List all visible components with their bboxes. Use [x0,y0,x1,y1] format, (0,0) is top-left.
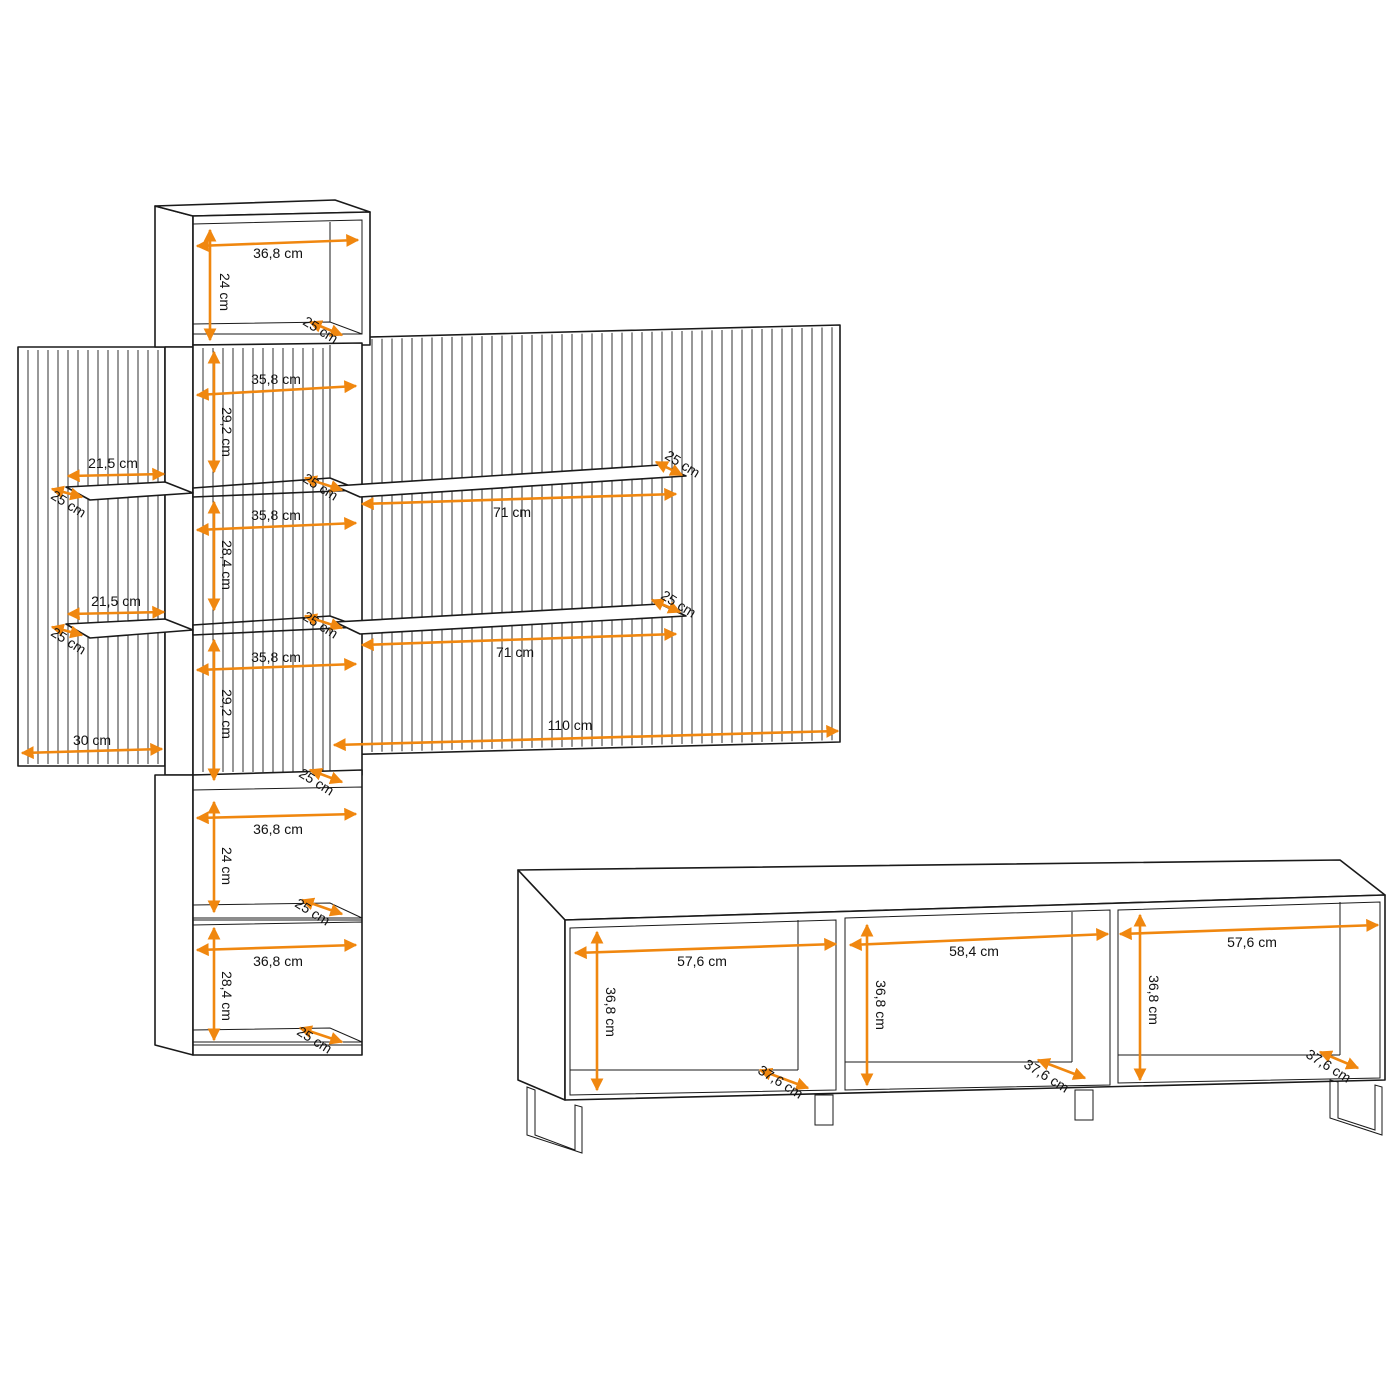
dimension-arrow [1118,918,1380,941]
dimension-arrow [20,742,164,760]
dimension-right-shelf-width-2: 71 cm [360,627,678,660]
dimension-upper-cab-width-1: 35,8 cm [195,371,358,401]
dimension-label: 28,4 cm [219,540,235,590]
dimension-label: 36,8 cm [253,821,303,837]
dimension-label: 29,2 cm [219,407,235,457]
dimension-right-shelf-width-1: 71 cm [360,487,678,520]
dimension-label: 36,8 cm [873,980,889,1030]
dimension-left-shelf-width-2: 21,5 cm [66,593,166,621]
dimension-label: 21,5 cm [88,455,138,471]
dimension-arrow [298,1025,344,1045]
dimension-arrow [195,807,358,825]
dimension-label: 36,8 cm [1146,975,1162,1025]
dimension-arrow [308,320,344,337]
dimension-label: 21,5 cm [91,593,141,609]
dimension-label: 24 cm [217,273,233,311]
dimension-arrow [66,605,166,621]
dimension-label: 28,4 cm [219,971,235,1021]
dimension-label: 35,8 cm [251,507,301,523]
dimension-arrow [573,937,838,960]
wall-unit [17,199,841,1056]
left-slat-panel [17,346,166,767]
dimension-lower-box-height-1: 24 cm [207,800,235,914]
dimension-arrow [1036,1058,1087,1080]
dimension-lower-box-width-2: 36,8 cm [195,938,358,969]
dimension-tv-mid-width: 58,4 cm [848,928,1110,959]
dimension-arrow [650,598,682,614]
dimension-arrow [50,485,84,501]
dimension-label: 58,4 cm [949,943,999,959]
dimension-arrow [308,768,344,784]
dimension-tv-left-height: 36,8 cm [590,930,619,1092]
dimension-arrow [332,724,840,752]
dimension-arrow [758,1068,810,1090]
dimension-left-shelf-width-1: 21,5 cm [66,455,166,483]
dimension-tv-mid-height: 36,8 cm [860,923,889,1087]
dimension-label: 36,8 cm [253,953,303,969]
dimension-arrow [50,623,84,639]
dimension-arrow [303,475,344,493]
middle-cabinet [164,342,363,776]
dimension-arrow [195,517,358,536]
lower-boxes [154,769,363,1056]
tv-stand [517,859,1386,1154]
dimension-label: 71 cm [493,504,531,520]
dimension-tv-right-width: 57,6 cm [1118,918,1380,950]
dimension-arrow [848,928,1110,951]
dimension-arrow [360,627,678,652]
dimension-top-box-width: 36,8 cm [195,233,360,261]
top-box [154,199,371,348]
dimension-tv-right-height: 36,8 cm [1133,913,1162,1082]
dimension-upper-cab-width-2: 35,8 cm [195,507,358,536]
dimension-label: 35,8 cm [251,371,301,387]
dimension-label: 36,8 cm [253,245,303,261]
dimension-upper-cab-width-3: 35,8 cm [195,649,358,677]
dimension-arrow [66,467,166,483]
dimension-label: 57,6 cm [1227,934,1277,950]
dimension-label: 57,6 cm [677,953,727,969]
dimension-arrow [195,380,358,401]
dimension-arrow [654,460,684,477]
dimension-label: 36,8 cm [603,987,619,1037]
dimension-label: 30 cm [73,732,111,748]
dimension-upper-cab-height-3: 29,2 cm [207,638,235,782]
dimension-arrow [300,897,344,917]
dimension-arrow [360,487,678,511]
dimension-lower-box-height-2: 28,4 cm [207,926,235,1042]
dimension-label: 35,8 cm [251,649,301,665]
dimension-left-panel-width: 30 cm [20,732,164,760]
dimension-upper-cab-height-1: 29,2 cm [207,350,235,474]
dimension-label: 110 cm [548,717,593,733]
dimension-tv-left-width: 57,6 cm [573,937,838,969]
dimension-arrow [1318,1050,1360,1070]
dimension-upper-cab-height-2: 28,4 cm [207,500,235,612]
dimension-top-box-height: 24 cm [203,228,233,342]
dimension-arrow [303,613,344,631]
left-shelves [65,481,194,639]
dimension-lower-box-width-1: 36,8 cm [195,807,358,837]
dimension-label: 29,2 cm [219,689,235,739]
dimension-arrow [195,657,358,677]
right-slat-panel [331,324,841,756]
dimension-arrow [195,938,358,957]
dimension-right-panel-width: 110 cm [332,717,840,752]
dimension-label: 71 cm [496,644,534,660]
dimension-label: 24 cm [219,847,235,885]
dimension-arrow [195,233,360,253]
